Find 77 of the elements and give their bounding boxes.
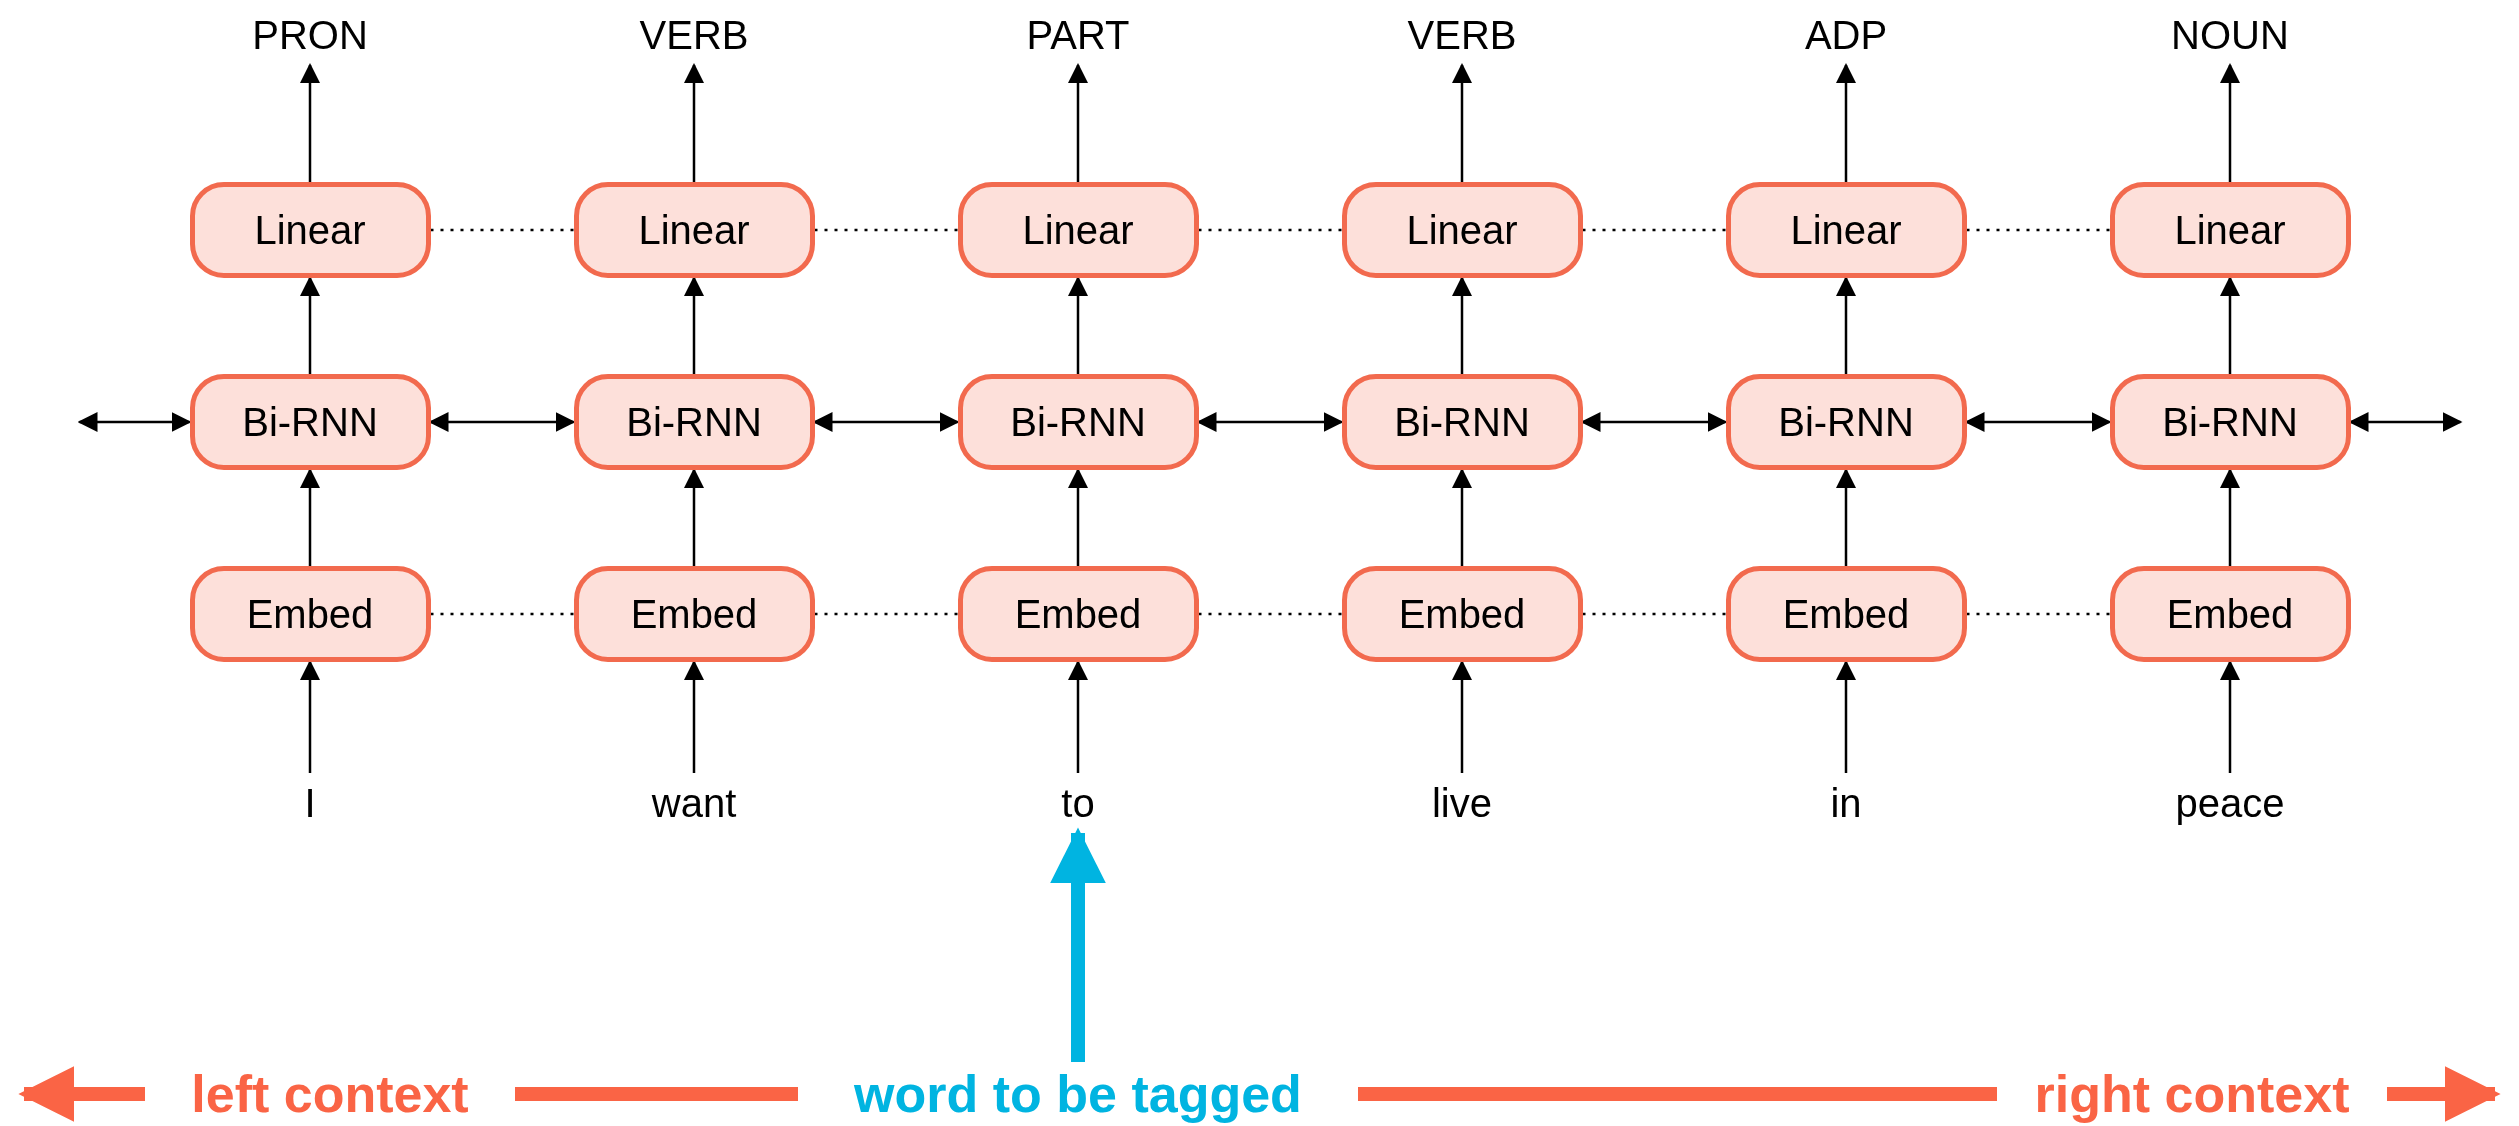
input-word: to (993, 773, 1163, 833)
bi-rnn-box: Bi-RNN (957, 374, 1199, 470)
arrow (684, 276, 704, 374)
input-word: in (1761, 773, 1931, 833)
pos-tag-label: PRON (225, 5, 395, 65)
linear-layer-box: Linear (189, 182, 431, 278)
linear-layer-box: Linear (957, 182, 1199, 278)
arrow (1836, 276, 1856, 374)
embed-box: Embed (957, 566, 1199, 662)
dotted-link (814, 612, 958, 616)
arrow (1836, 63, 1856, 182)
linear-layer-box: Linear (573, 182, 815, 278)
arrow (1050, 827, 1106, 1062)
bi-rnn-box: Bi-RNN (573, 374, 815, 470)
double-arrow (77, 412, 192, 432)
linear-layer-box: Linear (1341, 182, 1583, 278)
dotted-link (1582, 228, 1726, 232)
bi-rnn-box: Bi-RNN (189, 374, 431, 470)
arrow (684, 468, 704, 566)
arrow (1836, 468, 1856, 566)
pos-tag-label: ADP (1761, 5, 1931, 65)
bi-rnn-box: Bi-RNN (1341, 374, 1583, 470)
embed-box: Embed (1341, 566, 1583, 662)
arrow (1452, 660, 1472, 773)
embed-box: Embed (189, 566, 431, 662)
arrow (300, 660, 320, 773)
embed-box: Embed (1725, 566, 1967, 662)
target-word-label: word to be tagged (798, 1062, 1358, 1126)
input-word: want (609, 773, 779, 833)
linear-layer-box: Linear (2109, 182, 2351, 278)
arrow (684, 63, 704, 182)
embed-box: Embed (2109, 566, 2351, 662)
arrow (2220, 660, 2240, 773)
arrow (2220, 63, 2240, 182)
dotted-link (1198, 612, 1342, 616)
arrow (1068, 468, 1088, 566)
double-arrow (1580, 412, 1728, 432)
input-word: I (225, 773, 395, 833)
arrow (1452, 276, 1472, 374)
arrow (684, 660, 704, 773)
context-label: right context (1997, 1062, 2387, 1126)
arrow (1836, 660, 1856, 773)
arrow (300, 63, 320, 182)
dotted-link (430, 612, 574, 616)
input-word: live (1377, 773, 1547, 833)
pos-tag-label: NOUN (2145, 5, 2315, 65)
arrow (1068, 276, 1088, 374)
arrow (2220, 468, 2240, 566)
arrow (18, 1066, 145, 1122)
double-arrow (2348, 412, 2463, 432)
double-arrow (812, 412, 960, 432)
dotted-link (1966, 612, 2110, 616)
arrow (1068, 660, 1088, 773)
dotted-link (430, 228, 574, 232)
bi-rnn-box: Bi-RNN (2109, 374, 2351, 470)
embed-box: Embed (573, 566, 815, 662)
double-arrow (428, 412, 576, 432)
arrow (1068, 63, 1088, 182)
input-word: peace (2145, 773, 2315, 833)
pos-tag-label: VERB (1377, 5, 1547, 65)
pos-tag-label: PART (993, 5, 1163, 65)
arrow (2387, 1066, 2501, 1122)
bi-rnn-box: Bi-RNN (1725, 374, 1967, 470)
double-arrow (1196, 412, 1344, 432)
arrow (300, 276, 320, 374)
dotted-link (1966, 228, 2110, 232)
linear-layer-box: Linear (1725, 182, 1967, 278)
dotted-link (1198, 228, 1342, 232)
double-arrow (1964, 412, 2112, 432)
context-label: left context (145, 1062, 515, 1126)
arrow (300, 468, 320, 566)
pos-tag-label: VERB (609, 5, 779, 65)
arrow (1452, 63, 1472, 182)
dotted-link (1582, 612, 1726, 616)
dotted-link (814, 228, 958, 232)
arrow (2220, 276, 2240, 374)
arrow (1452, 468, 1472, 566)
